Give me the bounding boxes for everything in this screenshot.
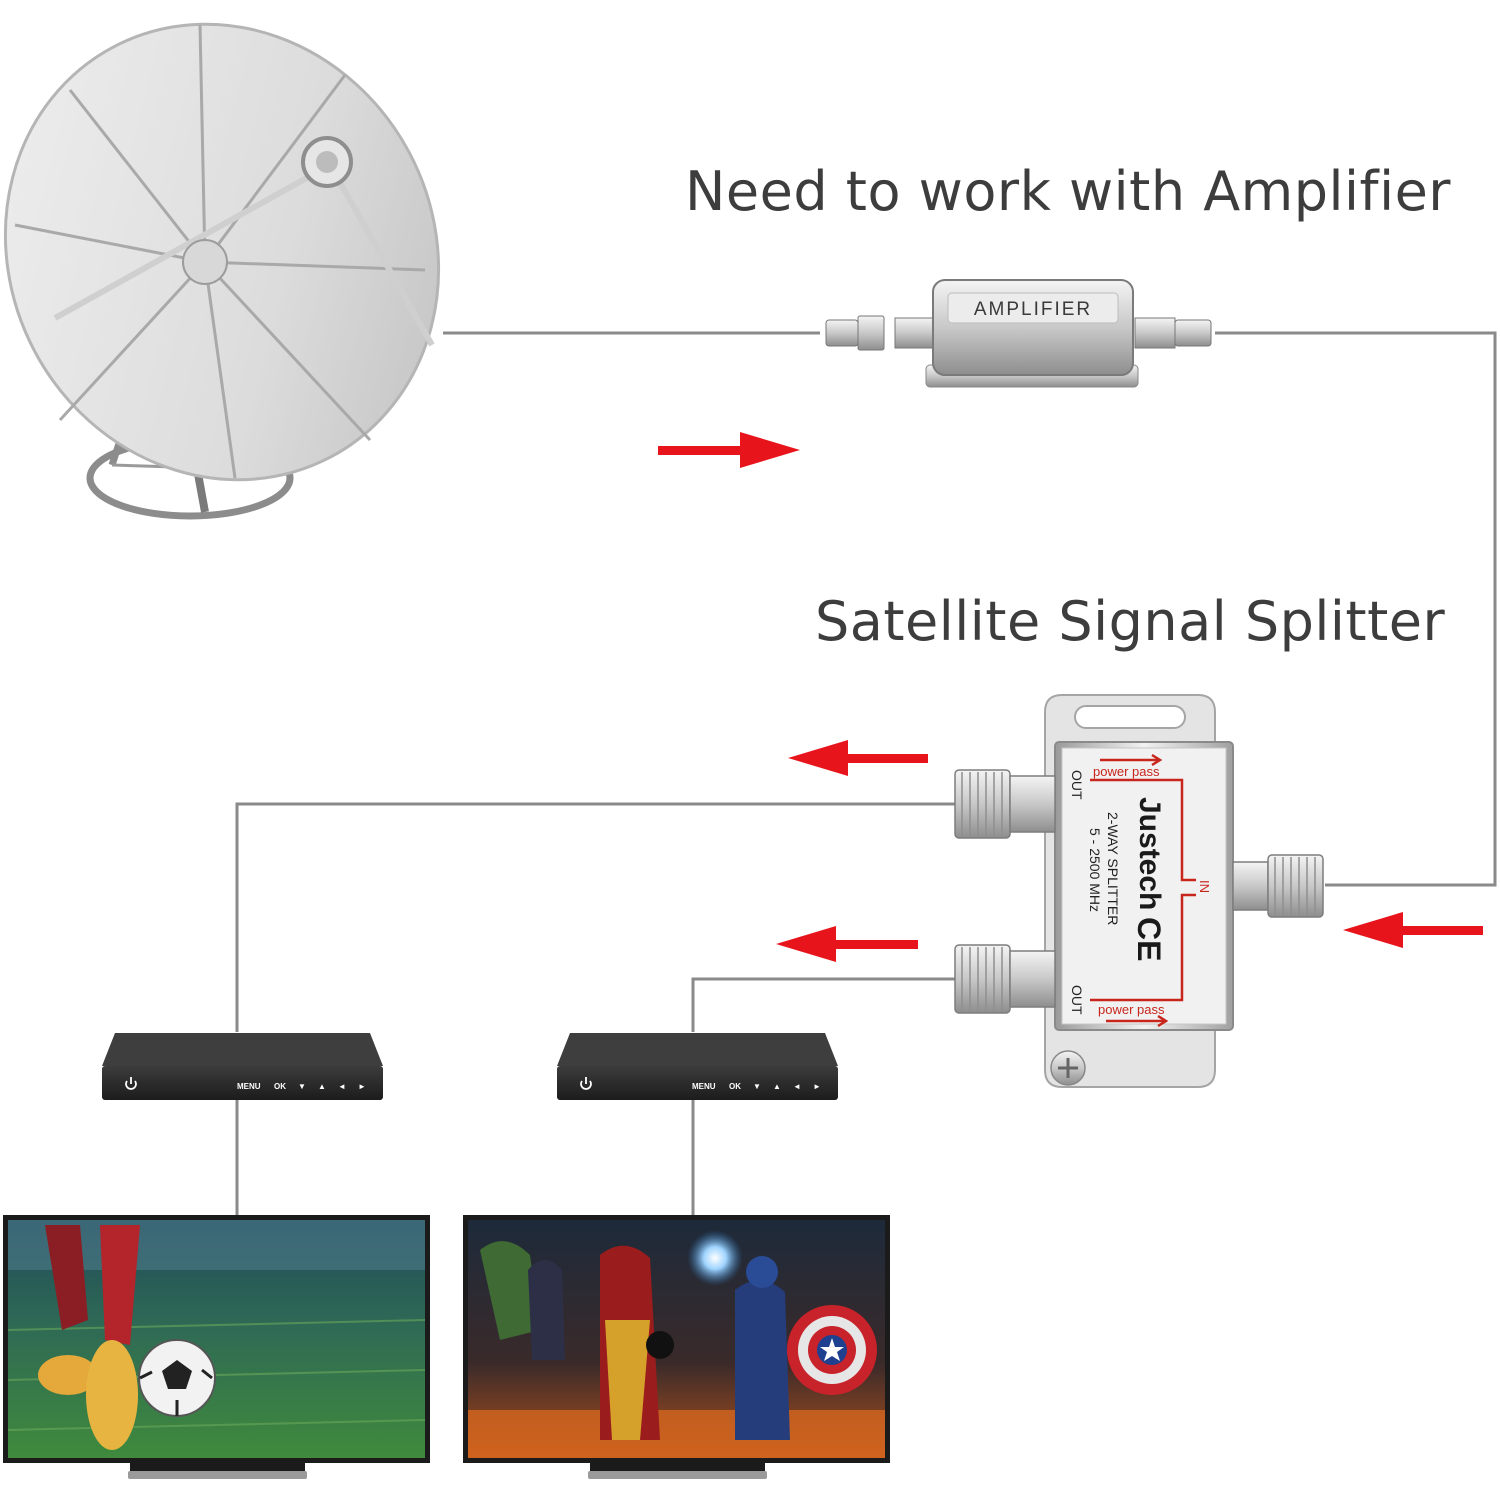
menu-button-label: MENU bbox=[237, 1082, 261, 1091]
splitter-model: 2-WAY SPLITTER bbox=[1105, 812, 1121, 925]
amplifier-device: AMPLIFIER bbox=[825, 279, 1212, 388]
tv-2 bbox=[463, 1215, 890, 1479]
arrow-left-icon bbox=[1343, 912, 1483, 948]
power-pass-label-1: power pass bbox=[1093, 764, 1160, 779]
satellite-dish-icon bbox=[3, 22, 441, 520]
power-icon bbox=[125, 1077, 137, 1090]
right-button-label: ► bbox=[358, 1082, 366, 1091]
superhero-scene-image bbox=[468, 1220, 885, 1458]
arrow-left-icon bbox=[776, 926, 918, 962]
splitter-frequency: 5 - 2500 MHz bbox=[1087, 828, 1103, 912]
power-pass-label-2: power pass bbox=[1098, 1002, 1165, 1017]
down-button-label: ▼ bbox=[753, 1082, 761, 1091]
ok-button-label: OK bbox=[274, 1082, 286, 1091]
right-button-label: ► bbox=[813, 1082, 821, 1091]
ce-mark: CE bbox=[1131, 917, 1167, 961]
splitter-out-connector-1 bbox=[954, 769, 1056, 839]
splitter-out-label-1: OUT bbox=[1069, 770, 1085, 800]
down-button-label: ▼ bbox=[298, 1082, 306, 1091]
amplifier-label: AMPLIFIER bbox=[974, 299, 1092, 320]
splitter-heading: Satellite Signal Splitter bbox=[815, 590, 1446, 653]
splitter-out-label-2: OUT bbox=[1069, 985, 1085, 1015]
left-button-label: ◄ bbox=[793, 1082, 801, 1091]
cable-splitter-to-receiver-1 bbox=[235, 802, 955, 1032]
splitter-in-connector bbox=[1232, 854, 1324, 918]
soccer-scene-image bbox=[7, 1220, 426, 1458]
signal-arrows bbox=[658, 432, 1483, 962]
arrow-right-icon bbox=[658, 432, 800, 468]
set-top-box-2: MENU OK ▼ ▲ ◄ ► bbox=[557, 1033, 838, 1100]
arrow-left-icon bbox=[788, 740, 928, 776]
splitter-out-connector-2 bbox=[954, 944, 1056, 1014]
up-button-label: ▲ bbox=[318, 1082, 326, 1091]
menu-button-label: MENU bbox=[692, 1082, 716, 1091]
splitter-in-label: IN bbox=[1197, 880, 1212, 893]
tv-1 bbox=[3, 1215, 430, 1479]
up-button-label: ▲ bbox=[773, 1082, 781, 1091]
splitter-device: OUT OUT power pass power pass IN Justech… bbox=[954, 694, 1324, 1088]
ok-button-label: OK bbox=[729, 1082, 741, 1091]
power-icon bbox=[580, 1077, 592, 1090]
set-top-box-1: MENU OK ▼ ▲ ◄ ► bbox=[102, 1033, 383, 1100]
cable-amplifier-to-splitter bbox=[1215, 331, 1497, 887]
amplifier-heading: Need to work with Amplifier bbox=[685, 160, 1451, 223]
splitter-brand: Justech bbox=[1133, 797, 1166, 910]
cable-splitter-to-receiver-2 bbox=[691, 977, 955, 1032]
left-button-label: ◄ bbox=[338, 1082, 346, 1091]
cables bbox=[235, 331, 1497, 1215]
